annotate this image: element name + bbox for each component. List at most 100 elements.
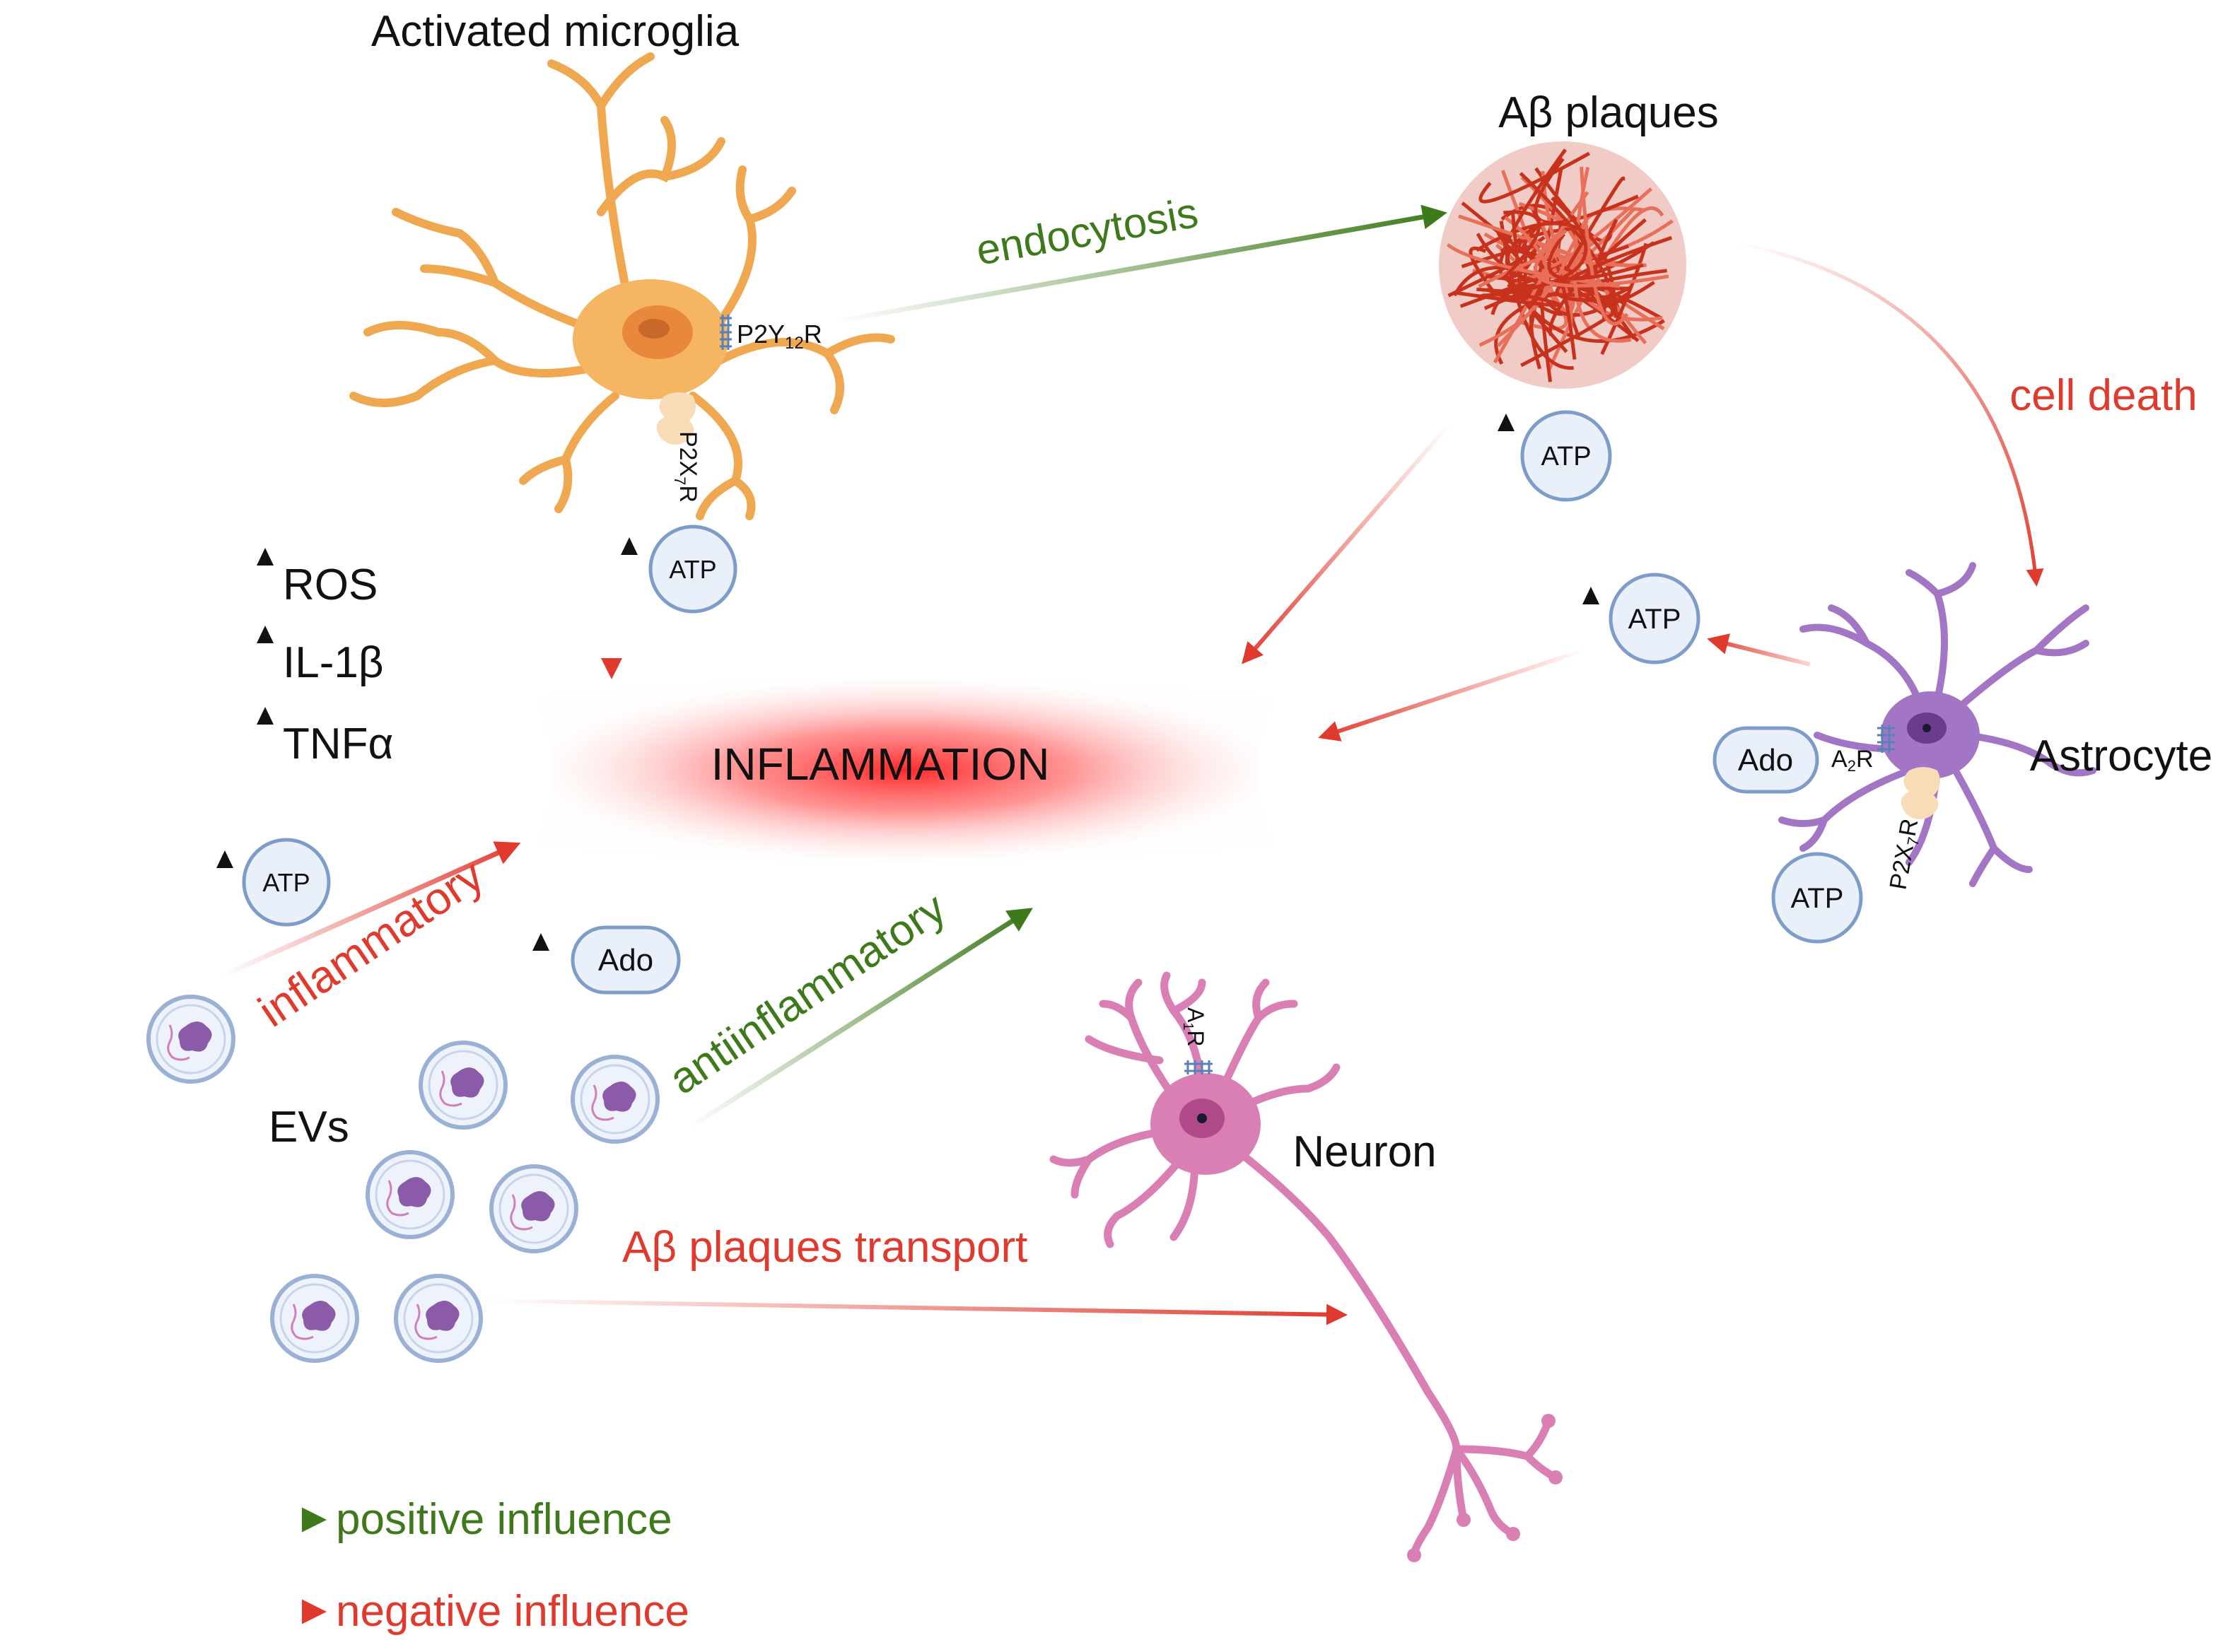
ado-label: Ado — [1738, 743, 1793, 778]
plaque-fiber — [1555, 235, 1673, 303]
ev-vesicle-icon — [571, 1055, 660, 1144]
legend-positive: positive influence — [21, 1495, 672, 1544]
plaque-fiber — [1478, 254, 1566, 347]
marker-label: TNFα — [283, 720, 393, 768]
microglia-nucleolus — [638, 319, 670, 339]
neuron-terminals — [1407, 1414, 1563, 1562]
marker-label: IL-1β — [283, 638, 384, 687]
microglia-title: Activated microglia — [371, 7, 740, 56]
ev-vesicle-icon — [146, 995, 235, 1084]
atp-label: ATP — [1541, 442, 1591, 471]
evs-label: EVs — [269, 1103, 349, 1152]
plaque-fiber — [1458, 214, 1572, 257]
atp-circle-icon — [242, 838, 331, 927]
inflammation-zone: INFLAMMATION — [537, 679, 1273, 862]
up-arrowhead-icon — [621, 537, 638, 555]
plaque-atp: ATP — [1498, 410, 1612, 502]
marker-label: ROS — [283, 561, 378, 609]
up-arrowhead-icon — [257, 707, 274, 725]
p2x7r-sub: 7 — [671, 476, 689, 485]
ev-vesicle-icon — [419, 1041, 508, 1130]
plaque-fiber — [1502, 210, 1541, 280]
inflammation-label: INFLAMMATION — [711, 739, 1050, 790]
plaque-fiber — [1446, 243, 1621, 288]
astrocyte-a2r: A2R — [1831, 725, 1895, 775]
cell-death-arrow — [1739, 242, 2044, 587]
ev-vesicle-icon — [366, 1150, 455, 1239]
p2y12r-tail: R — [804, 320, 822, 348]
neuron-title: Neuron — [1292, 1127, 1436, 1176]
ev-atp: ATP — [216, 838, 331, 927]
inflammatory-arrow — [221, 841, 521, 978]
astrocyte-ado: Ado — [1712, 726, 1819, 794]
legend-negative: negative influence — [21, 1587, 689, 1636]
a2r-base: A — [1831, 746, 1848, 773]
up-arrowhead-icon — [216, 850, 233, 868]
ev-vesicle-icon — [394, 1274, 483, 1363]
plaque-fiber — [1478, 151, 1591, 204]
neuron-a1r: A1R — [1180, 1007, 1213, 1074]
atp-label: ATP — [1628, 604, 1681, 635]
ado-label: Ado — [598, 943, 653, 978]
a1r-sub: 1 — [1180, 1022, 1196, 1030]
astrocyte-p2x7r: P2X7R — [1884, 767, 1940, 892]
astrocyte-atp-bottom: ATP — [1771, 852, 1863, 944]
microglia-p2x7r: P2X7R — [656, 392, 701, 503]
plaque-fiber — [1572, 166, 1632, 343]
astrocyte-nucleolus — [1922, 724, 1931, 732]
neuron-nucleolus — [1197, 1113, 1207, 1123]
p2x7r-base: P2X — [675, 431, 701, 476]
astrocyte-cell — [1778, 562, 2096, 887]
marker-list: ROS IL-1β TNFα — [257, 548, 393, 768]
svg-text:A2R: A2R — [1831, 746, 1874, 775]
plaque-fiber — [1499, 221, 1574, 370]
p2y12r-base: P2Y — [737, 320, 785, 348]
plaque-fiber — [1600, 242, 1648, 356]
transport-label: Aβ plaques transport — [622, 1223, 1027, 1272]
atp-circle-icon — [1520, 410, 1612, 502]
antiinflammatory-label: antiinflammatory — [660, 884, 955, 1104]
a1-receptor-icon — [1184, 1060, 1213, 1074]
atp-label: ATP — [262, 868, 310, 897]
ev-vesicle-icon — [489, 1164, 578, 1253]
astro-p2x7r-sub: 7 — [1903, 836, 1922, 847]
svg-text:P2Y12R: P2Y12R — [737, 320, 822, 353]
p2x7-receptor-icon — [656, 392, 696, 445]
plaque-fiber — [1520, 307, 1618, 368]
plaque-fiber — [1580, 166, 1629, 326]
up-arrowhead-icon — [1498, 414, 1515, 431]
a2r-sub: 2 — [1848, 757, 1856, 775]
atp-circle-icon — [1771, 852, 1863, 944]
p2x7-receptor-icon — [1901, 767, 1940, 819]
svg-text:P2X7R: P2X7R — [1884, 816, 1925, 892]
svg-text:P2X7R: P2X7R — [671, 431, 701, 503]
microglia-atp: ATP — [621, 525, 737, 614]
plaque-fiber — [1519, 172, 1615, 313]
svg-text:A1R: A1R — [1180, 1007, 1208, 1047]
neuron-cell — [1049, 971, 1560, 1559]
p2y12r-sub: 12 — [785, 334, 804, 353]
legend: positive influence negative influence — [21, 1495, 689, 1636]
microglia-cell — [349, 52, 895, 520]
plaque-fiber — [1454, 291, 1561, 307]
atp-circle-icon — [1609, 573, 1700, 664]
up-arrowhead-icon — [532, 933, 549, 951]
ado-pill-icon — [1712, 726, 1819, 794]
cell-death-label: cell death — [2009, 371, 2197, 420]
a1r-tail: R — [1183, 1030, 1208, 1046]
up-arrowhead-icon — [257, 626, 274, 643]
a1r-base: A — [1183, 1007, 1208, 1023]
endocytosis-arrow — [834, 204, 1447, 324]
ev-ado: Ado — [532, 925, 681, 995]
ev-vesicle-icon — [270, 1274, 359, 1363]
abeta-plaque — [1439, 141, 1686, 389]
legend-positive-label: positive influence — [336, 1495, 672, 1544]
legend-negative-label: negative influence — [336, 1587, 689, 1636]
p2x7r-tail: R — [675, 486, 701, 503]
marker-tnfa: TNFα — [257, 707, 393, 768]
plaque-fiber — [1564, 176, 1626, 272]
plaque-fiber — [1548, 218, 1647, 336]
astro-p2x7r-tail: R — [1894, 816, 1924, 838]
astrocyte-atp-top: ATP — [1582, 573, 1700, 664]
